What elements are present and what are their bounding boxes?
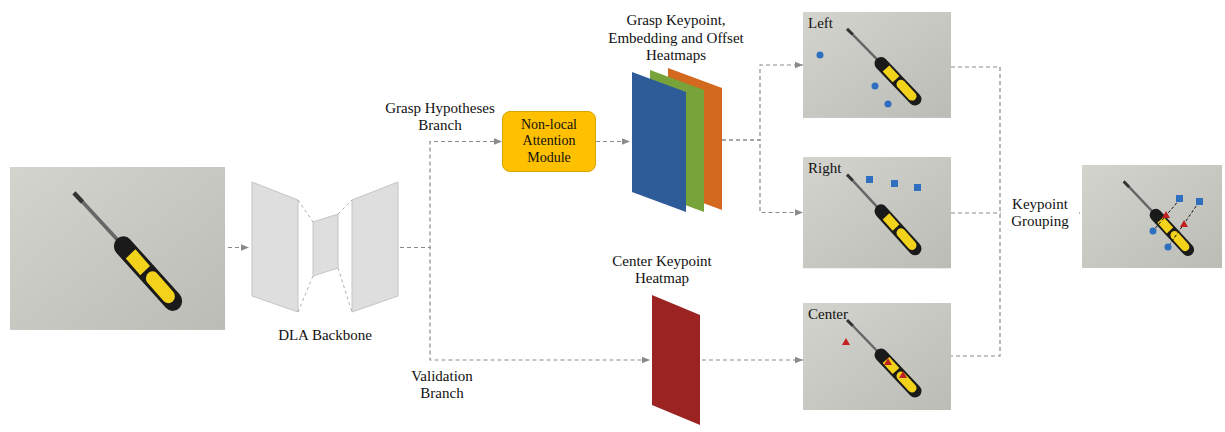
image-panel: Left: [803, 12, 951, 118]
node-label: Left: [808, 15, 833, 32]
node-label: DLA Backbone: [255, 327, 395, 344]
grouping-wire: [951, 67, 1000, 356]
heatmap-card: Center Keypoint Heatmap: [650, 295, 702, 425]
branch-label: Validation Branch: [399, 368, 485, 403]
heatmap-cards: [632, 68, 722, 425]
left-photo: [803, 12, 951, 118]
heatmap-stack: Grasp Keypoint, Embedding and Offset Hea…: [630, 70, 722, 210]
step-label: Keypoint Grouping: [1001, 196, 1079, 231]
center-photo: [803, 303, 951, 410]
center-keypoints: [842, 338, 907, 378]
backbone-block: DLA Backbone: [250, 180, 400, 315]
backbone-panels: [252, 182, 398, 312]
branch-connector: [596, 141, 630, 142]
branch-connector: [722, 65, 803, 140]
branch-connector: [400, 142, 502, 248]
image-panel: Right: [803, 157, 951, 268]
attention-module-box: Non-local Attention Module: [502, 111, 596, 172]
branch-connector: [722, 140, 803, 213]
grouped-grasps: [1150, 195, 1204, 251]
input-photo: [10, 167, 225, 330]
left-keypoints: [817, 52, 892, 108]
input-arrow: [228, 247, 249, 248]
right-photo: [803, 157, 951, 268]
node-label: Grasp Keypoint, Embedding and Offset Hea…: [601, 12, 751, 64]
node-label: Center: [808, 306, 848, 323]
image-panel: Center: [803, 303, 951, 410]
branch-label: Grasp Hypotheses Branch: [378, 100, 502, 135]
node-label: Right: [808, 160, 841, 177]
right-keypoints: [866, 176, 921, 191]
branch-connector: [702, 359, 803, 360]
node-label: Non-local Attention Module: [503, 115, 595, 167]
node-label: Center Keypoint Heatmap: [592, 253, 732, 288]
output-photo: [1082, 165, 1222, 268]
